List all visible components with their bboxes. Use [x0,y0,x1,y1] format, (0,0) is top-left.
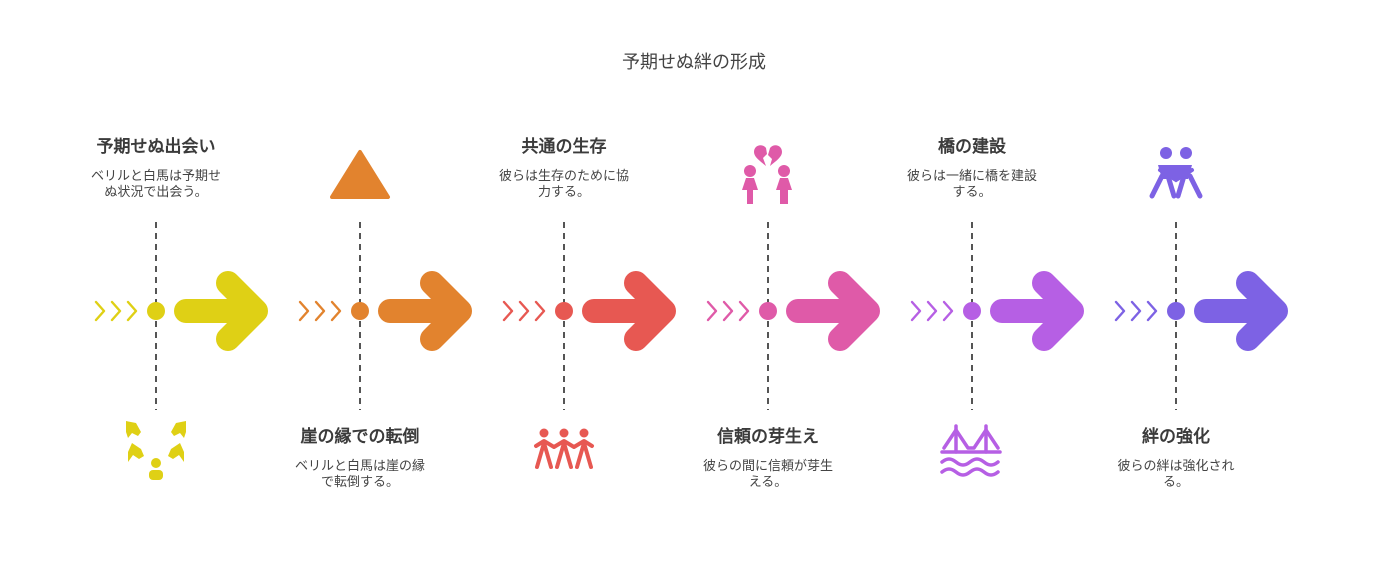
stage-6-label: 絆の強化 彼らの絆は強化される。 [1101,422,1251,491]
stage-title: 共通の生存 [521,137,607,157]
arrow-right-icon [1194,271,1288,351]
stage-5 [910,222,1084,477]
stage-description: ベリルと白馬は予期せぬ状況で出会う。 [90,169,221,200]
chevrons-icon [94,300,138,322]
arrow-right-icon [786,271,880,351]
stage-description: 彼らの絆は強化される。 [1117,459,1235,490]
stage-1 [94,222,268,480]
chevrons-icon [910,300,954,322]
hugging-people-icon [1149,147,1203,199]
timeline-node [963,302,981,320]
bridge-icon [940,424,1002,477]
chevrons-icon [1114,300,1158,322]
stage-title: 絆の強化 [1142,427,1210,447]
broken-heart-couple-icon [742,145,792,204]
chevrons-icon [298,300,342,322]
stage-3-label: 共通の生存 彼らは生存のために協力する。 [489,132,639,201]
timeline-node [1167,302,1185,320]
arrow-right-icon [990,271,1084,351]
stage-description: 彼らは生存のために協力する。 [498,169,629,200]
stage-description: 彼らは一緒に橋を建設する。 [906,169,1037,200]
chevrons-icon [502,300,546,322]
stage-2 [298,150,472,410]
stage-4-label: 信頼の芽生え 彼らの間に信頼が芽生える。 [693,422,843,491]
stage-title: 橋の建設 [938,137,1006,157]
timeline-node [351,302,369,320]
stage-4 [706,145,880,410]
stage-2-label: 崖の縁での転倒 ベリルと白馬は崖の縁で転倒する。 [285,422,435,491]
stage-3 [502,222,676,469]
chevrons-icon [706,300,750,322]
stage-6 [1114,147,1288,410]
page-title: 予期せぬ絆の形成 [622,52,766,73]
arrow-right-icon [378,271,472,351]
arrow-right-icon [582,271,676,351]
stage-title: 予期せぬ出会い [96,137,216,157]
stage-description: 彼らの間に信頼が芽生える。 [702,459,833,490]
arrow-right-icon [174,271,268,351]
stage-5-label: 橋の建設 彼らは一緒に橋を建設する。 [897,132,1047,201]
stage-1-label: 予期せぬ出会い ベリルと白馬は予期せぬ状況で出会う。 [81,132,231,201]
timeline-node [555,302,573,320]
timeline-node [147,302,165,320]
timeline-node [759,302,777,320]
surprise-icon [126,421,186,480]
stage-title: 崖の縁での転倒 [300,427,420,447]
people-holding-hands-icon [534,428,594,469]
stage-description: ベリルと白馬は崖の縁で転倒する。 [294,459,425,490]
stage-title: 信頼の芽生え [717,427,819,447]
triangle-cliff-icon [330,150,390,199]
